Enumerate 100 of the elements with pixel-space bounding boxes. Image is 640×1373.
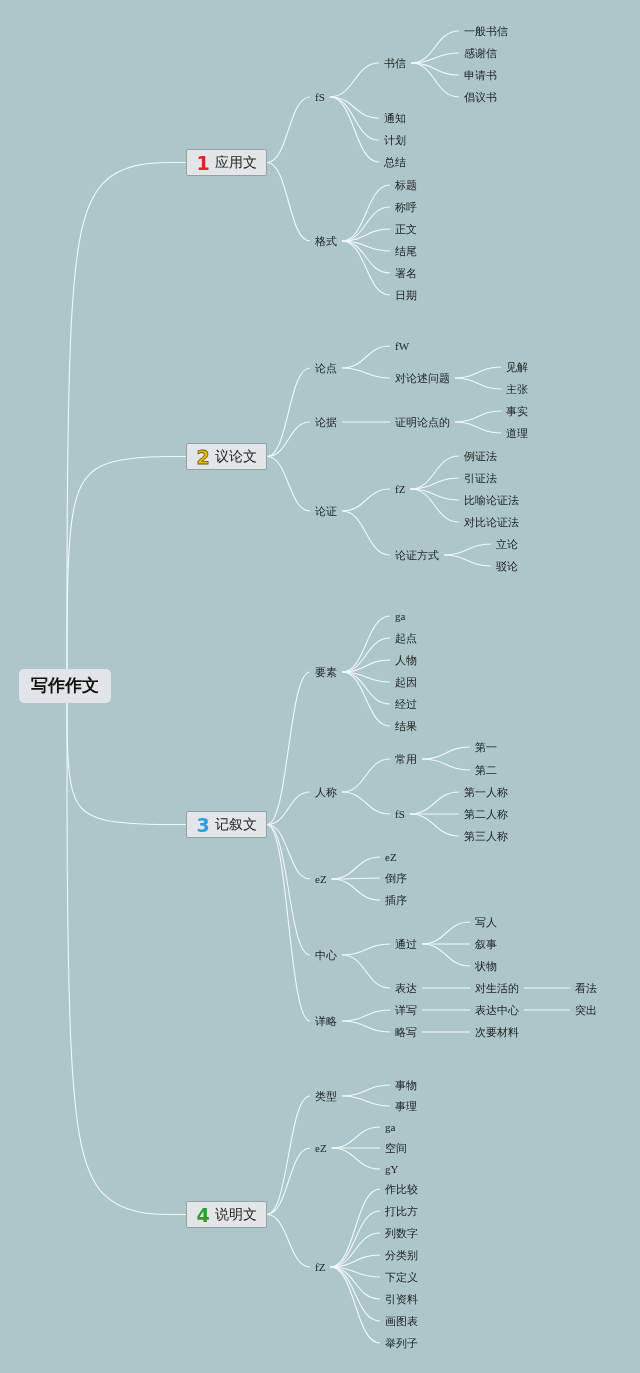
subtopic-label: 引证法 <box>464 471 497 485</box>
connector-line <box>266 96 311 164</box>
subtopic-label: 起因 <box>395 675 417 689</box>
subtopic-label: 倒序 <box>385 871 407 885</box>
subtopic-label: 中心 <box>315 948 337 962</box>
subtopic-label: 总结 <box>384 155 406 169</box>
connector-line <box>421 943 471 967</box>
connector-line <box>443 554 492 567</box>
subtopic-label: 举列子 <box>385 1336 418 1350</box>
subtopic-label: 主张 <box>506 382 528 396</box>
subtopic-label: fS <box>315 90 325 104</box>
topic-box <box>186 149 267 176</box>
topic-number: 1 <box>196 152 210 173</box>
connector-line <box>329 96 380 163</box>
subtopic-label: 类型 <box>315 1089 337 1103</box>
connector-line <box>329 1266 381 1278</box>
connector-line <box>409 488 460 501</box>
subtopic-label: 通知 <box>384 111 406 125</box>
subtopic-label: 略写 <box>395 1025 417 1039</box>
subtopic-label: 要素 <box>315 665 337 679</box>
subtopic-label: 第一人称 <box>464 785 508 799</box>
connector-line <box>454 421 502 434</box>
topic-label: 记叙文 <box>214 815 257 834</box>
subtopic-label: 第二人称 <box>464 807 508 821</box>
subtopic-label: 写人 <box>475 915 497 929</box>
subtopic-label: 详略 <box>315 1014 337 1028</box>
subtopic-label: 申请书 <box>464 68 497 82</box>
subtopic-label: 次要材料 <box>475 1025 519 1039</box>
subtopic-label: 论证方式 <box>395 548 439 562</box>
subtopic-label: fW <box>395 339 410 353</box>
connector-line <box>266 823 311 1022</box>
topic-label: 应用文 <box>214 153 257 172</box>
central-topic-box <box>19 669 111 703</box>
subtopic-label: fZ <box>315 1260 326 1274</box>
subtopic-label: 立论 <box>496 537 518 551</box>
subtopic-label: 称呼 <box>395 200 417 214</box>
connector-line <box>341 1095 391 1107</box>
connector-line <box>341 791 391 815</box>
subtopic-label: 见解 <box>506 360 528 374</box>
subtopic-label: 人物 <box>395 653 417 667</box>
subtopic-label: 看法 <box>575 981 597 995</box>
connector-line <box>523 1009 571 1011</box>
subtopic-label: 结尾 <box>395 244 417 258</box>
connector-line <box>341 367 391 379</box>
subtopic-label: 第一 <box>475 740 497 754</box>
connector-line <box>421 1031 471 1033</box>
connector-line <box>331 878 381 901</box>
connector-line <box>266 1147 311 1216</box>
subtopic-label: 作比较 <box>385 1182 418 1196</box>
subtopic-label: gY <box>385 1162 399 1176</box>
subtopic-label: 打比方 <box>385 1204 418 1218</box>
subtopic-label: 叙事 <box>475 937 497 951</box>
subtopic-label: 状物 <box>475 959 497 973</box>
connector-line <box>266 1213 311 1268</box>
connector-line <box>523 987 571 989</box>
subtopic-label: 书信 <box>384 56 406 70</box>
subtopic-label: 日期 <box>395 288 417 302</box>
subtopic-label: 事物 <box>395 1078 417 1092</box>
connector-line <box>341 240 391 274</box>
subtopic-label: 列数字 <box>385 1226 418 1240</box>
connector-line <box>331 1147 381 1170</box>
subtopic-label: eZ <box>315 872 327 886</box>
topic-number: 3 <box>196 814 210 835</box>
connector-line <box>410 62 460 98</box>
connector-line <box>410 62 460 76</box>
subtopic-label: fS <box>395 807 405 821</box>
connector-line <box>341 671 391 705</box>
subtopic-label: 署名 <box>395 266 417 280</box>
subtopic-label: 道理 <box>506 426 528 440</box>
subtopic-label: 一般书信 <box>464 24 508 38</box>
connector-line <box>341 671 391 683</box>
subtopic-label: 正文 <box>395 222 417 236</box>
subtopic-label: 插序 <box>385 893 407 907</box>
subtopic-label: 对比论证法 <box>464 515 519 529</box>
subtopic-label: 感谢信 <box>464 46 497 60</box>
connector-line <box>66 702 187 1216</box>
connector-line <box>341 421 391 423</box>
connector-line <box>341 240 391 252</box>
subtopic-label: 起点 <box>395 631 417 645</box>
topic-number: 4 <box>196 1204 210 1225</box>
connector-line <box>421 1009 471 1011</box>
subtopic-label: 结果 <box>395 719 417 733</box>
subtopic-label: ga <box>385 1120 396 1134</box>
subtopic-label: eZ <box>385 850 397 864</box>
subtopic-label: fZ <box>395 482 406 496</box>
subtopic-label: eZ <box>315 1141 327 1155</box>
topic-label: 写作作文 <box>31 677 99 695</box>
subtopic-label: 第三人称 <box>464 829 508 843</box>
subtopic-label: 论据 <box>315 415 337 429</box>
subtopic-label: 人称 <box>315 785 337 799</box>
subtopic-label: 对论述问题 <box>395 371 450 385</box>
topic-box <box>186 443 267 470</box>
subtopic-label: 事实 <box>506 404 528 418</box>
connector-line <box>409 488 460 523</box>
connector-line <box>266 671 311 826</box>
subtopic-label: 通过 <box>395 937 417 951</box>
connector-line <box>341 488 391 512</box>
subtopic-label: 证明论点的 <box>395 415 450 429</box>
subtopic-label: 驳论 <box>496 559 518 573</box>
connector-line <box>266 823 311 956</box>
